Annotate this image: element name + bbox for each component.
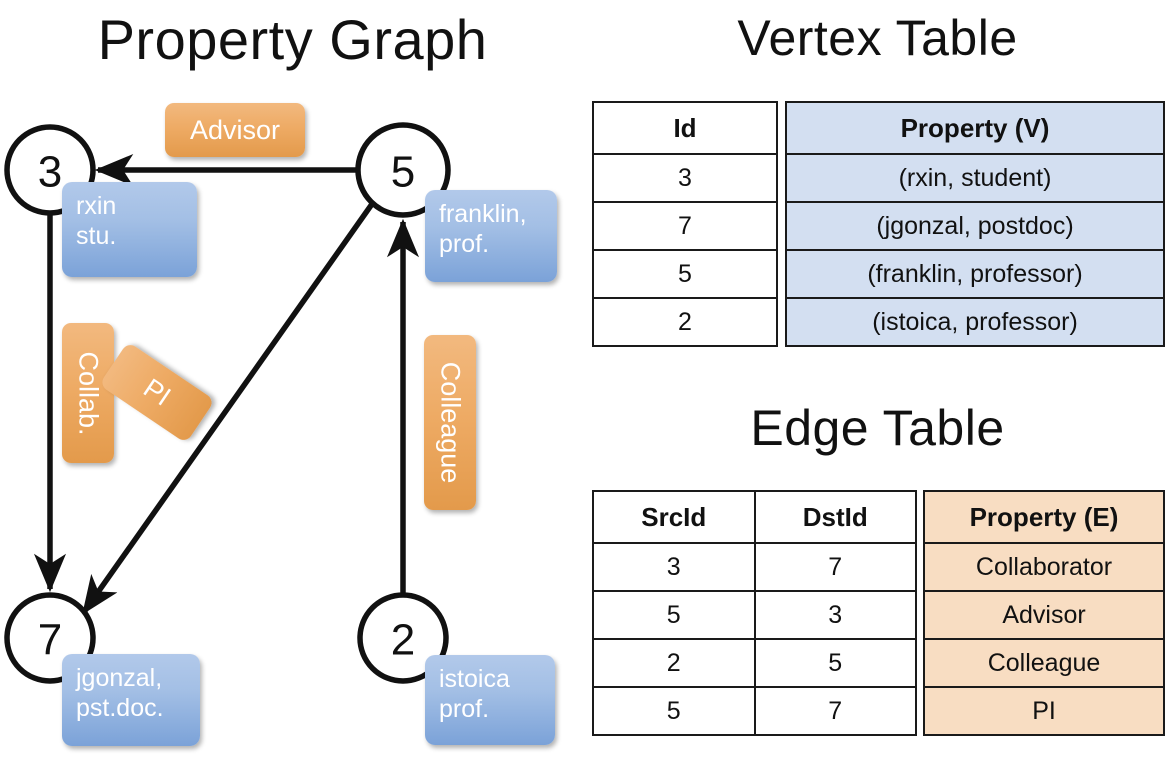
edge-table-property-column: Property (E) Collaborator Advisor Collea…: [923, 490, 1165, 736]
edge-5-to-7: [81, 202, 375, 615]
table-row[interactable]: 7: [592, 201, 778, 251]
table-row[interactable]: (jgonzal, postdoc): [785, 201, 1165, 251]
edge-label-colleague: Colleague: [424, 335, 476, 510]
vertex-cell-id: 2: [592, 297, 778, 347]
property-box-node-5: franklin, prof.: [425, 190, 557, 282]
table-row[interactable]: 5 3: [592, 590, 917, 640]
property-graph-diagram: 3 5 7 2: [4, 122, 451, 684]
table-row[interactable]: (istoica, professor): [785, 297, 1165, 347]
graph-node-2-label: 2: [391, 616, 415, 665]
edge-cell-dstid: 3: [753, 590, 917, 640]
table-row[interactable]: 3: [592, 153, 778, 203]
page-title-property-graph: Property Graph: [97, 8, 488, 71]
vertex-cell-property: (rxin, student): [785, 153, 1165, 203]
table-row[interactable]: 3 7: [592, 542, 917, 592]
edge-header-dstid: DstId: [753, 490, 917, 544]
property-box-node-5-line1: franklin,: [439, 200, 527, 228]
vertex-header-id: Id: [592, 101, 778, 155]
edge-cell-srcid: 5: [592, 590, 756, 640]
edge-label-pi-text: PI: [138, 372, 177, 412]
vertex-cell-property: (jgonzal, postdoc): [785, 201, 1165, 251]
table-header-row: Property (E): [923, 490, 1165, 544]
graph-node-5[interactable]: [355, 122, 451, 218]
page-title-edge-table: Edge Table: [750, 400, 1005, 456]
edge-cell-dstid: 7: [753, 686, 917, 736]
edge-cell-srcid: 2: [592, 638, 756, 688]
table-row[interactable]: 5: [592, 249, 778, 299]
edge-label-advisor: Advisor: [165, 103, 305, 157]
table-row[interactable]: Advisor: [923, 590, 1165, 640]
property-box-node-2-line2: prof.: [439, 695, 490, 723]
property-box-node-3: rxin stu.: [62, 182, 197, 277]
edge-header-property: Property (E): [923, 490, 1165, 544]
table-row[interactable]: 2 5: [592, 638, 917, 688]
table-row[interactable]: 5 7: [592, 686, 917, 736]
property-box-node-5-line2: prof.: [439, 230, 490, 258]
vertex-cell-id: 5: [592, 249, 778, 299]
edge-cell-property: Advisor: [923, 590, 1165, 640]
vertex-table-id-column: Id 3 7 5 2: [592, 101, 778, 347]
edge-label-advisor-text: Advisor: [189, 114, 281, 145]
edge-label-collab: Collab.: [62, 323, 114, 463]
edge-cell-property: PI: [923, 686, 1165, 736]
edge-cell-dstid: 5: [753, 638, 917, 688]
edge-cell-property: Collaborator: [923, 542, 1165, 592]
property-box-node-7: jgonzal, pst.doc.: [62, 654, 200, 746]
page-title-vertex-table: Vertex Table: [737, 10, 1018, 66]
property-box-node-2-line1: istoica: [439, 665, 510, 693]
property-box-node-7-line1: jgonzal,: [76, 664, 163, 692]
table-row[interactable]: (franklin, professor): [785, 249, 1165, 299]
edge-cell-srcid: 5: [592, 686, 756, 736]
vertex-cell-property: (istoica, professor): [785, 297, 1165, 347]
edge-label-colleague-text: Colleague: [435, 361, 466, 484]
table-row[interactable]: Colleague: [923, 638, 1165, 688]
property-box-node-3-line2: stu.: [76, 222, 117, 250]
graph-node-7-label: 7: [38, 616, 62, 665]
table-header-row: Id: [592, 101, 778, 155]
property-box-node-2: istoica prof.: [425, 655, 555, 745]
graph-node-5-label: 5: [391, 148, 415, 197]
edge-cell-srcid: 3: [592, 542, 756, 592]
vertex-header-property: Property (V): [785, 101, 1165, 155]
vertex-table-property-column: Property (V) (rxin, student) (jgonzal, p…: [785, 101, 1165, 347]
edge-table-id-columns: SrcId DstId 3 7 5 3 2 5 5 7: [592, 490, 917, 736]
table-row[interactable]: Collaborator: [923, 542, 1165, 592]
property-box-node-7-line2: pst.doc.: [76, 694, 164, 722]
vertex-cell-id: 3: [592, 153, 778, 203]
edge-label-collab-text: Collab.: [73, 350, 104, 436]
edge-cell-dstid: 7: [753, 542, 917, 592]
table-row[interactable]: PI: [923, 686, 1165, 736]
table-row[interactable]: 2: [592, 297, 778, 347]
edge-cell-property: Colleague: [923, 638, 1165, 688]
table-header-row: SrcId DstId: [592, 490, 917, 544]
edge-header-srcid: SrcId: [592, 490, 756, 544]
table-header-row: Property (V): [785, 101, 1165, 155]
property-box-node-3-line1: rxin: [76, 192, 117, 220]
graph-node-3-label: 3: [38, 148, 62, 197]
graph-node-2[interactable]: [357, 592, 449, 684]
vertex-cell-property: (franklin, professor): [785, 249, 1165, 299]
vertex-cell-id: 7: [592, 201, 778, 251]
table-row[interactable]: (rxin, student): [785, 153, 1165, 203]
